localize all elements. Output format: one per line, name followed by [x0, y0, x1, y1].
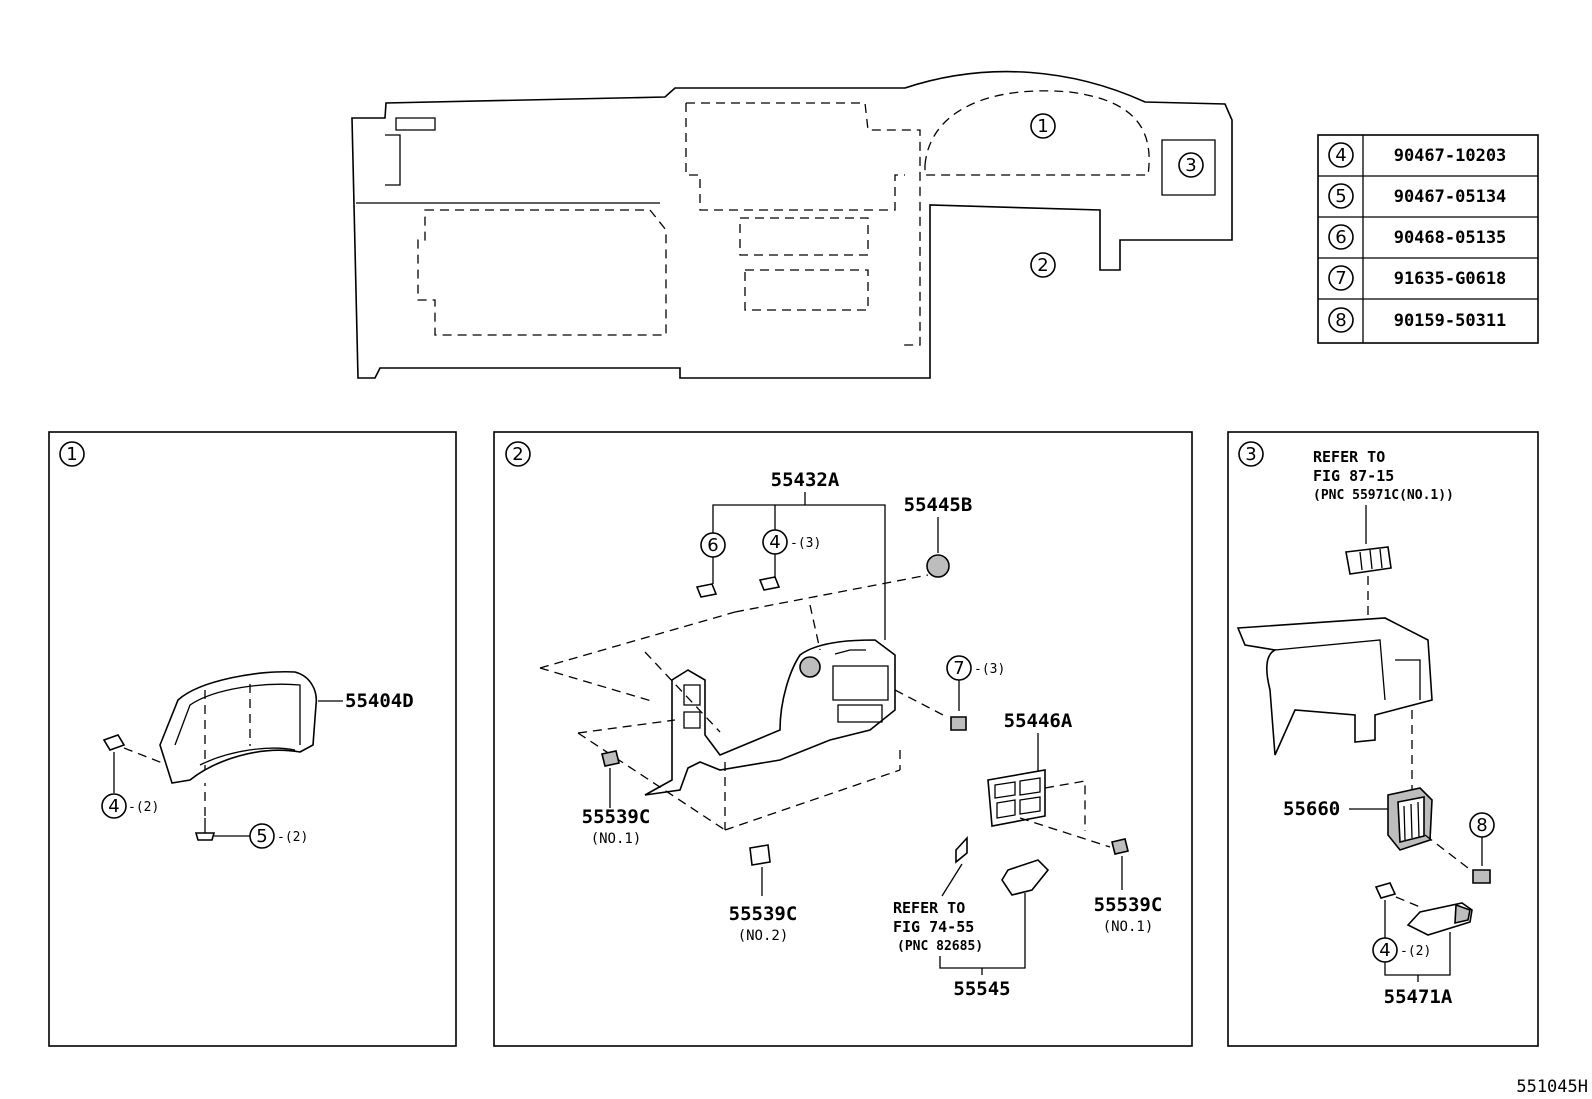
table-row: 5 90467-05134 — [1328, 183, 1507, 209]
svg-text:4: 4 — [108, 796, 119, 817]
part-label-55445B: 55445B — [904, 494, 973, 516]
callout-4-panel3: 4 -(2) — [1372, 937, 1431, 963]
svg-text:2: 2 — [512, 444, 523, 465]
bolt-icon — [950, 716, 967, 731]
dash-section-icon — [1236, 617, 1433, 756]
vent-55660 — [1387, 787, 1433, 851]
callout-5-panel1: 5 -(2) — [249, 823, 308, 849]
part-label-55660: 55660 — [1283, 798, 1340, 820]
svg-text:4: 4 — [769, 532, 780, 553]
svg-text:2: 2 — [1037, 255, 1048, 276]
clip-icon — [749, 844, 771, 866]
table-row: 8 90159-50311 — [1328, 307, 1507, 333]
svg-text:90467-10203: 90467-10203 — [1394, 146, 1507, 166]
svg-text:91635-G0618: 91635-G0618 — [1394, 269, 1507, 289]
panel-3: 3 REFER TO FIG 87-15 (PNC 55971C(NO.1)) … — [1227, 431, 1539, 1047]
refer-text: (PNC 55971C(NO.1)) — [1313, 488, 1454, 503]
part-note-bottom: (NO.2) — [738, 928, 789, 944]
part-label-55545: 55545 — [953, 978, 1010, 1000]
callout-4-panel1: 4 -(2) — [101, 793, 159, 819]
knob-icon — [926, 554, 950, 578]
screw-icon — [1472, 869, 1491, 884]
svg-text:90467-05134: 90467-05134 — [1394, 187, 1507, 207]
svg-text:5: 5 — [1335, 186, 1346, 207]
panel-2: 2 55432A 6 4 -(3) 55445B — [493, 431, 1193, 1047]
small-part-icon — [955, 835, 968, 864]
switch-bezel-55446A — [987, 769, 1046, 827]
meter-hood-55404D — [159, 670, 318, 784]
svg-text:90468-05135: 90468-05135 — [1394, 228, 1507, 248]
overview-callout-2: 2 — [1030, 252, 1056, 278]
cover-icon — [1001, 859, 1050, 896]
overview-callout-3: 3 — [1178, 152, 1204, 178]
svg-text:3: 3 — [1185, 155, 1196, 176]
callout-7: 7 -(3) — [946, 655, 1005, 681]
svg-text:6: 6 — [1335, 227, 1346, 248]
clip-icon — [102, 734, 126, 751]
panel-3-number: 3 — [1238, 441, 1264, 467]
svg-text:8: 8 — [1335, 310, 1346, 331]
svg-text:5: 5 — [256, 826, 267, 847]
fastener-table: 4 90467-10203 5 90467-05134 6 90468-0513… — [1317, 134, 1539, 344]
clip-icon — [601, 750, 620, 767]
part-label-55471A: 55471A — [1384, 986, 1453, 1008]
svg-text:4: 4 — [1379, 940, 1390, 961]
callout-6: 6 — [700, 532, 726, 558]
overview-callout-1: 1 — [1030, 113, 1056, 139]
panel-1: 1 55404D 4 -(2) 5 -(2) — [48, 431, 457, 1047]
svg-text:6: 6 — [707, 535, 718, 556]
panel-1-number: 1 — [59, 441, 85, 467]
refer-text: REFER TO — [1313, 448, 1385, 466]
trim-55471A — [1406, 902, 1473, 936]
svg-text:-(3): -(3) — [974, 662, 1005, 677]
dashboard-overview — [351, 70, 1233, 379]
svg-text:7: 7 — [1335, 268, 1346, 289]
part-note-right: (NO.1) — [1103, 919, 1154, 935]
svg-text:8: 8 — [1476, 815, 1487, 836]
refer-text: FIG 87-15 — [1313, 467, 1394, 485]
callout-4-panel2: 4 -(3) — [762, 529, 821, 555]
part-label-55404D: 55404D — [345, 690, 414, 712]
clip-icon — [1111, 838, 1129, 855]
part-label-55539C-left: 55539C — [582, 806, 651, 828]
part-label-55539C-bottom: 55539C — [729, 903, 798, 925]
part-note-left: (NO.1) — [591, 831, 642, 847]
svg-text:90159-50311: 90159-50311 — [1394, 311, 1507, 331]
refer-text: FIG 74-55 — [893, 918, 974, 936]
lower-panel-55432A — [644, 639, 896, 796]
part-label-55432A: 55432A — [771, 469, 840, 491]
svg-text:1: 1 — [1037, 116, 1048, 137]
screw-icon — [194, 818, 216, 841]
callout-8: 8 — [1469, 812, 1495, 838]
vent-grille-icon — [1345, 546, 1392, 575]
part-label-55539C-right: 55539C — [1094, 894, 1163, 916]
svg-text:-(2): -(2) — [128, 800, 159, 815]
part-label-55446A: 55446A — [1004, 710, 1073, 732]
table-row: 7 91635-G0618 — [1328, 265, 1507, 291]
refer-text: REFER TO — [893, 899, 965, 917]
clip-icon — [695, 576, 781, 598]
diagram-code: 551045H — [1516, 1077, 1588, 1097]
panel-2-number: 2 — [505, 441, 531, 467]
svg-text:4: 4 — [1335, 145, 1346, 166]
svg-text:1: 1 — [66, 444, 77, 465]
clip-icon — [1374, 882, 1397, 899]
refer-text: (PNC 82685) — [897, 939, 983, 954]
svg-text:-(2): -(2) — [277, 830, 308, 845]
table-row: 4 90467-10203 — [1328, 142, 1507, 168]
svg-text:-(3): -(3) — [790, 536, 821, 551]
svg-text:3: 3 — [1245, 444, 1256, 465]
svg-text:7: 7 — [953, 658, 964, 679]
table-row: 6 90468-05135 — [1328, 224, 1507, 250]
svg-text:-(2): -(2) — [1400, 944, 1431, 959]
